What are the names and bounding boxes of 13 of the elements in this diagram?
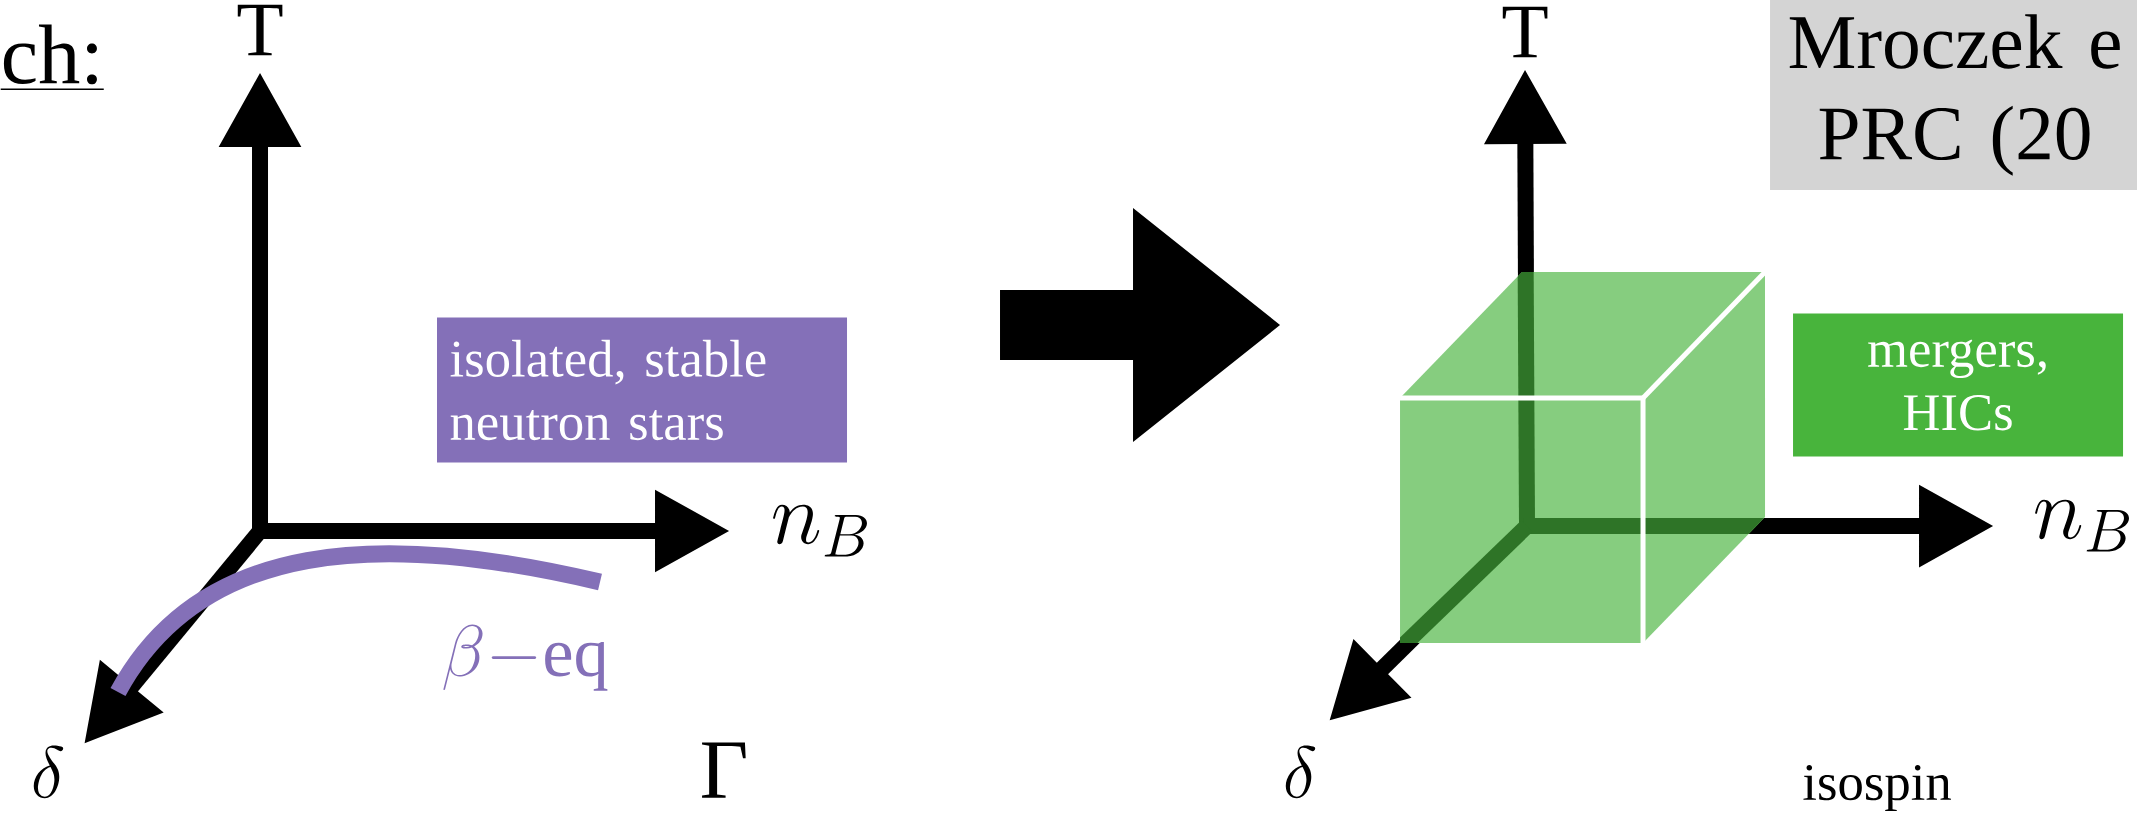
axis-label: isospin [1803, 764, 1951, 812]
axis-label: T [1502, 6, 1548, 58]
curve-label: $\beta{-}\mathrm{eq}$ [443, 624, 608, 691]
symbol: Γ [702, 742, 746, 798]
axis-label: $\delta$ [1285, 745, 1316, 799]
label-box: isolated, stable neutron stars [437, 317, 847, 463]
axis-label: T [237, 4, 283, 56]
reference-box: Mroczek e PRC (20 [1770, 0, 2137, 190]
axis-label: $\delta$ [33, 745, 64, 799]
heading: ch: [0, 24, 105, 90]
axis-label: $n_B$ [773, 504, 867, 557]
label-box: mergers, HICs [1793, 313, 2124, 457]
axis-label: $n_B$ [2035, 499, 2129, 552]
